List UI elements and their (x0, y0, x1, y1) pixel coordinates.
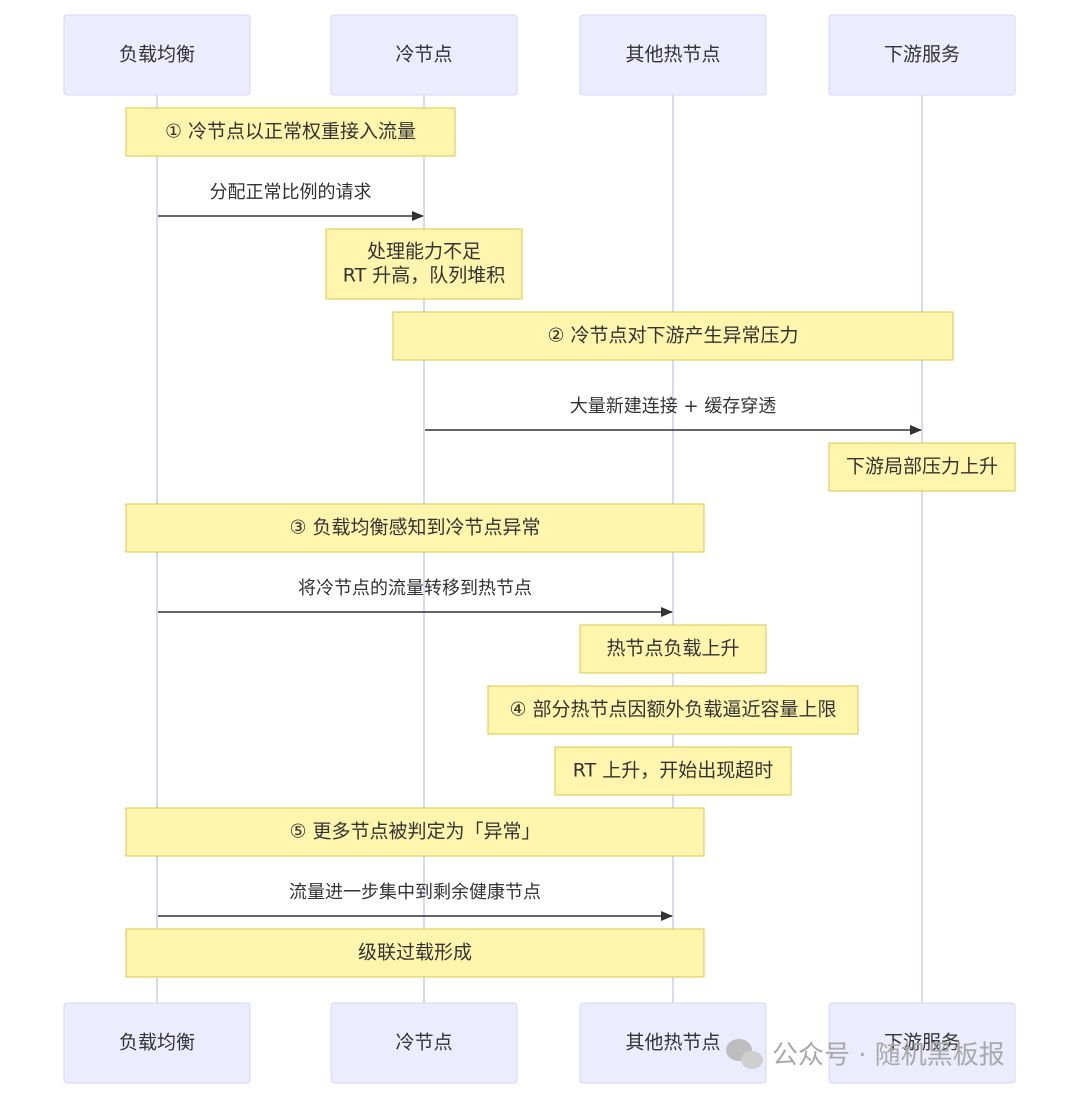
note-text: ② 冷节点对下游产生异常压力 (547, 325, 798, 347)
actor-label: 下游服务 (884, 44, 960, 66)
message-label: 将冷节点的流量转移到热节点 (298, 578, 532, 599)
actor-hot-bottom: 其他热节点 (579, 1002, 767, 1084)
actor-label: 负载均衡 (119, 1032, 195, 1054)
note: 级联过载形成 (125, 928, 705, 978)
message: 大量新建连接 + 缓存穿透 (425, 396, 922, 435)
message-label: 大量新建连接 + 缓存穿透 (570, 396, 777, 417)
actor-hot-top: 其他热节点 (579, 14, 767, 96)
note-text: ④ 部分热节点因额外负载逼近容量上限 (509, 699, 836, 721)
note-box (325, 228, 523, 300)
note: ④ 部分热节点因额外负载逼近容量上限 (487, 685, 859, 735)
actor-down-top: 下游服务 (828, 14, 1016, 96)
actor-box (828, 14, 1016, 96)
note-box (579, 624, 767, 674)
actor-label: 冷节点 (395, 44, 452, 66)
note: ③ 负载均衡感知到冷节点异常 (125, 503, 705, 553)
note: ② 冷节点对下游产生异常压力 (392, 311, 954, 361)
note-text: 级联过载形成 (358, 942, 472, 964)
note-text: RT 上升，开始出现超时 (573, 760, 773, 782)
watermark-text: 公众号 · 随机黑板报 (772, 1041, 1005, 1071)
note-box (392, 311, 954, 361)
note-text: RT 升高，队列堆积 (343, 265, 505, 287)
actor-cold-bottom: 冷节点 (330, 1002, 518, 1084)
actor-label: 冷节点 (395, 1032, 452, 1054)
actor-lb-bottom: 负载均衡 (63, 1002, 251, 1084)
actor-box (63, 14, 251, 96)
message: 分配正常比例的请求 (158, 182, 424, 221)
watermark: 公众号 · 随机黑板报 (726, 1039, 1005, 1071)
note: ① 冷节点以正常权重接入流量 (125, 107, 456, 157)
note-box (125, 928, 705, 978)
note-box (125, 503, 705, 553)
actor-label: 其他热节点 (625, 1032, 720, 1054)
note-text: ③ 负载均衡感知到冷节点异常 (289, 517, 540, 539)
note-box (125, 807, 705, 857)
actor-box (579, 14, 767, 96)
actor-box (330, 14, 518, 96)
message-label: 流量进一步集中到剩余健康节点 (289, 882, 541, 903)
actor-box (330, 1002, 518, 1084)
note-text: ⑤ 更多节点被判定为「异常」 (289, 821, 540, 843)
note-text: ① 冷节点以正常权重接入流量 (165, 121, 416, 143)
note-text: 下游局部压力上升 (846, 456, 998, 478)
message: 流量进一步集中到剩余健康节点 (158, 882, 673, 921)
actor-box (828, 1002, 1016, 1084)
note-box (554, 746, 792, 796)
actor-label: 负载均衡 (119, 44, 195, 66)
actor-box (63, 1002, 251, 1084)
actor-lb-top: 负载均衡 (63, 14, 251, 96)
note-box (487, 685, 859, 735)
note-text: 处理能力不足 (367, 241, 481, 263)
note-box (828, 442, 1016, 492)
actor-label: 下游服务 (884, 1032, 960, 1054)
note: 下游局部压力上升 (828, 442, 1016, 492)
actor-down-bottom: 下游服务 (828, 1002, 1016, 1084)
message-label: 分配正常比例的请求 (210, 182, 372, 203)
note: 热节点负载上升 (579, 624, 767, 674)
note: ⑤ 更多节点被判定为「异常」 (125, 807, 705, 857)
message: 将冷节点的流量转移到热节点 (158, 578, 673, 617)
wechat-icon (726, 1039, 763, 1069)
note-text: 热节点负载上升 (606, 638, 739, 660)
actor-cold-top: 冷节点 (330, 14, 518, 96)
note-box (125, 107, 456, 157)
actor-label: 其他热节点 (625, 44, 720, 66)
actor-box (579, 1002, 767, 1084)
note: RT 上升，开始出现超时 (554, 746, 792, 796)
